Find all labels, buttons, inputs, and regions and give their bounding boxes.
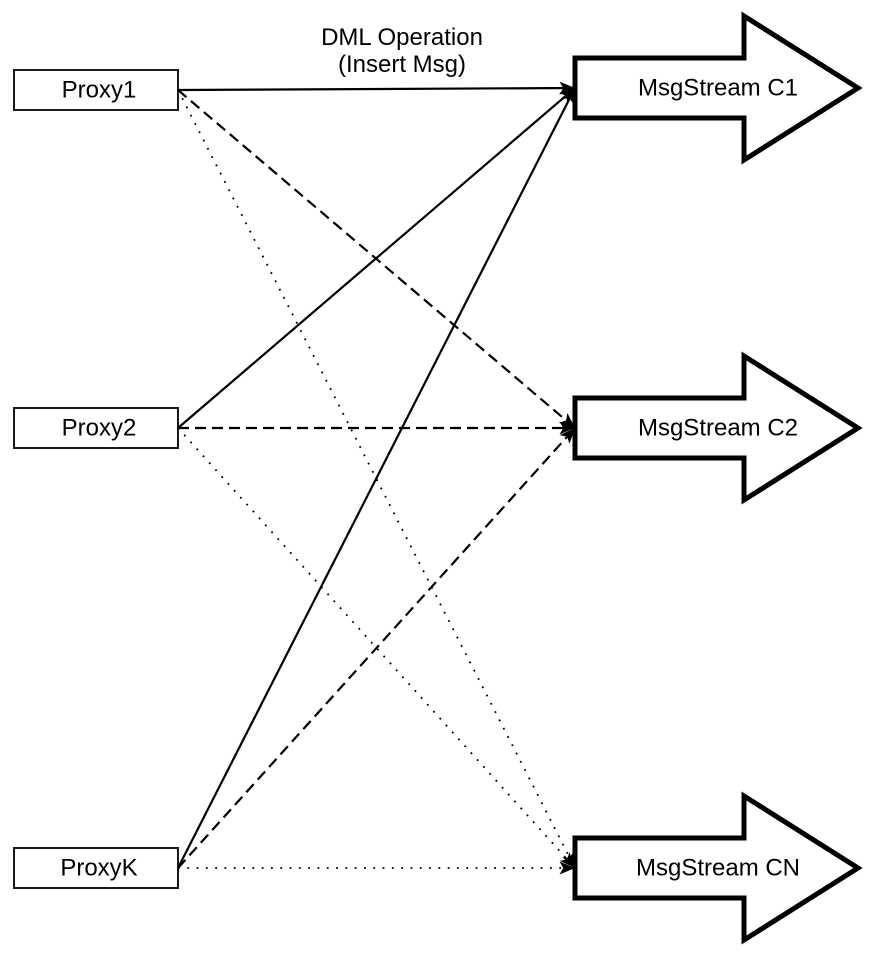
stream-label-cn: MsgStream CN	[636, 855, 800, 882]
edge-proxy1-to-c1	[177, 81, 576, 95]
edge-proxyk-to-c1	[177, 87, 576, 869]
proxy-label-proxy2: Proxy2	[62, 415, 137, 442]
msgstream-arrow-shape-cn	[572, 791, 863, 945]
stream-label-c2: MsgStream C2	[638, 415, 798, 442]
edge-proxy2-to-cn	[177, 427, 576, 869]
proxy-node-proxy1: Proxy1	[13, 69, 179, 111]
edge-proxyk-to-c2	[177, 427, 576, 869]
edge-annotation-line1: DML Operation	[321, 24, 483, 51]
edge-annotation-line2: (Insert Msg)	[338, 51, 466, 78]
msgstream-arrow-shape-c1	[572, 11, 863, 165]
stream-node-cn: MsgStream CN	[572, 791, 863, 945]
edge-proxy2-to-c1	[177, 87, 576, 429]
proxy-label-proxy1: Proxy1	[62, 77, 137, 104]
proxy-node-proxy2: Proxy2	[13, 407, 179, 449]
stream-node-c1: MsgStream C1	[572, 11, 863, 165]
proxy-box-shape-proxy1	[13, 69, 179, 111]
msgstream-arrow-shape-c2	[572, 351, 863, 505]
proxy-label-proxyk: ProxyK	[60, 855, 137, 882]
stream-label-c1: MsgStream C1	[638, 75, 798, 102]
proxy-node-proxyk: ProxyK	[13, 847, 179, 889]
stream-node-c2: MsgStream C2	[572, 351, 863, 505]
